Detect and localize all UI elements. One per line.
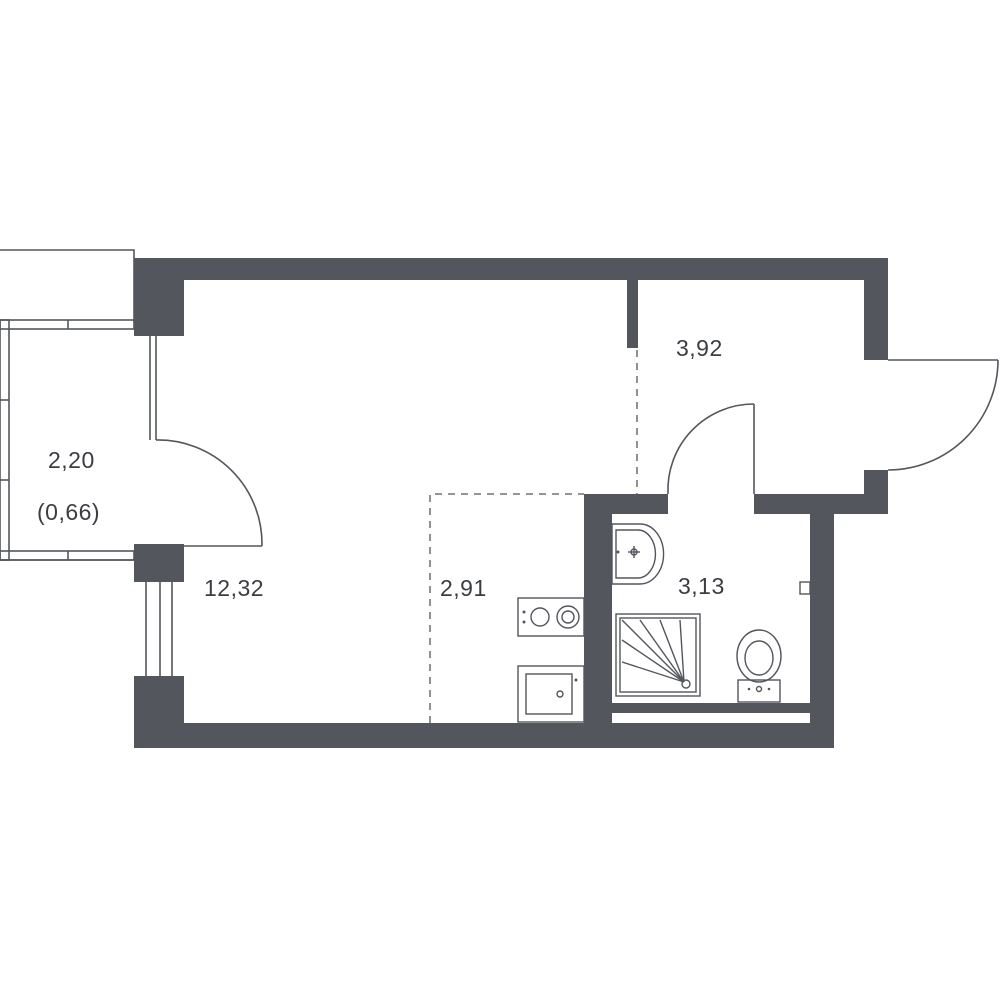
bathroom-door	[667, 403, 755, 495]
balcony-door	[149, 336, 263, 547]
bathroom-area-label: 3,13	[678, 573, 725, 599]
stove	[517, 597, 585, 637]
toilet-cistern	[737, 679, 781, 703]
zone-boundaries	[429, 350, 638, 723]
balcony-area-label: 2,20	[48, 447, 95, 473]
walls	[134, 258, 888, 748]
wall-right-top	[864, 258, 888, 360]
kitchen-sink	[525, 673, 573, 715]
wall-corner-top-left	[134, 258, 184, 336]
sink-drain	[556, 690, 564, 698]
bathroom-riser	[799, 581, 811, 595]
toilet-seat	[744, 640, 774, 676]
shower-tray	[615, 613, 701, 697]
bathroom-fixtures	[611, 523, 811, 703]
window-left	[134, 582, 184, 676]
stove-burner	[530, 607, 550, 627]
kitchen-area-label: 2,91	[440, 575, 487, 601]
wall-bottom	[134, 723, 834, 748]
balcony-rail-top	[0, 319, 135, 330]
wall-bathroom-top-right	[754, 494, 888, 514]
wall-left-lower	[134, 544, 184, 582]
hall-area-label: 3,92	[676, 335, 723, 361]
kitchen-fixtures	[517, 597, 585, 723]
balcony-reduced-area-label: (0,66)	[37, 499, 100, 525]
kitchen-zone-line	[429, 493, 584, 723]
wall-partition	[627, 280, 638, 348]
entrance-door	[887, 359, 999, 471]
balcony-rail-side	[0, 319, 10, 561]
shower-drain	[681, 679, 691, 689]
wall-bathroom-ledge	[598, 703, 834, 713]
stove-burner	[556, 605, 580, 629]
balcony-rail-bottom	[0, 550, 135, 561]
washbasin-bowl	[615, 529, 657, 579]
kitchen-sink-cabinet	[517, 665, 585, 723]
living-room-area-label: 12,32	[204, 575, 264, 601]
balcony-outline-top	[0, 249, 135, 322]
wall-top	[134, 258, 864, 280]
toilet-bowl	[736, 629, 782, 683]
stove-burner	[561, 610, 575, 624]
washbasin	[611, 523, 665, 585]
